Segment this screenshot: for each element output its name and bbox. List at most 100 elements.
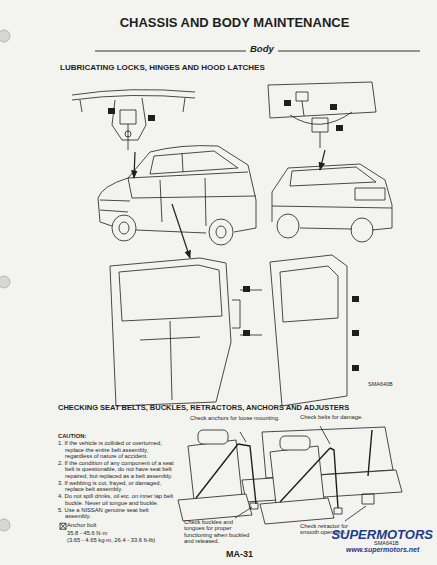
- line-art: [216, 226, 226, 238]
- watermark-url: www.supermotors.net: [346, 546, 419, 554]
- page-number: MA-31: [226, 549, 253, 559]
- line-art: [172, 204, 190, 258]
- line-art: [272, 206, 392, 229]
- line-art: [182, 153, 183, 172]
- line-art: [320, 426, 330, 444]
- line-art: [0, 519, 10, 531]
- caution-heading: CAUTION:: [58, 433, 174, 439]
- line-art: [345, 506, 366, 521]
- line-art: [128, 172, 256, 198]
- line-art: [352, 365, 359, 371]
- line-art: [134, 150, 325, 258]
- line-art: [240, 432, 246, 442]
- text-row: 1. If the vehicle is collided or overtur…: [58, 440, 174, 459]
- line-art: [72, 95, 195, 100]
- line-art: [160, 178, 206, 226]
- text-row: 2. If the condition of any component of …: [58, 460, 174, 479]
- line-art: [280, 266, 338, 322]
- line-art: [312, 118, 328, 132]
- callout-text: Check anchors for loose mounting.: [190, 415, 300, 421]
- callout-text: Check buckles and tongues for proper fun…: [184, 519, 252, 545]
- line-art: [243, 286, 250, 292]
- line-art: [100, 200, 130, 212]
- line-art: [368, 430, 372, 476]
- line-art: [119, 265, 222, 321]
- line-art: [125, 131, 131, 137]
- page-title: CHASSIS AND BODY MAINTENANCE: [0, 16, 433, 31]
- section-name: Body: [246, 44, 278, 55]
- line-art: [150, 151, 238, 174]
- line-art: [277, 214, 299, 238]
- line-art: [272, 164, 392, 230]
- line-art: [108, 100, 359, 371]
- line-art: [268, 82, 376, 118]
- line-art: [270, 255, 347, 406]
- caution-item: 1. If the vehicle is collided or overtur…: [58, 440, 174, 459]
- line-art: [100, 222, 206, 233]
- line-art: [119, 222, 129, 234]
- text-row: Anchor bolt: [58, 522, 174, 528]
- caution-column: CAUTION:1. If the vehicle is collided or…: [58, 433, 174, 543]
- line-art: [250, 503, 258, 509]
- line-art: [0, 276, 10, 288]
- torque-spec: (3.65 - 4.65 kg-m, 26.4 - 33.6 ft-lb): [58, 537, 174, 543]
- line-art: [296, 92, 308, 101]
- caution-item: 2. If the condition of any component of …: [58, 460, 174, 479]
- line-art: [110, 258, 231, 406]
- line-art: [72, 90, 195, 95]
- watermark-logo: SUPERMOTORS: [331, 528, 433, 543]
- caution-item: 3. If webbing is cut, frayed, or damaged…: [58, 480, 174, 493]
- torque-spec: 35.8 - 45.6 N·m: [58, 530, 174, 536]
- line-art: [198, 430, 228, 444]
- line-art: [362, 494, 374, 504]
- section-heading: CHECKING SEAT BELTS, BUCKLES, RETRACTORS…: [58, 404, 418, 412]
- callout-text: Check belts for damage.: [300, 414, 400, 420]
- text-row: 4. Do not spill drinks, oil etc. on inne…: [58, 493, 174, 506]
- line-art: [235, 507, 252, 518]
- line-art: [112, 98, 146, 140]
- line-art: [60, 523, 66, 529]
- line-art: [355, 188, 385, 200]
- caution-item: 4. Do not spill drinks, oil etc. on inne…: [58, 493, 174, 506]
- line-art: [260, 498, 334, 524]
- line-art: [80, 98, 185, 112]
- section-heading: LUBRICATING LOCKS, HINGES AND HOOD LATCH…: [60, 64, 390, 73]
- line-art: [290, 167, 376, 186]
- line-art: [336, 125, 343, 131]
- text-row: 3. If webbing is cut, frayed, or damaged…: [58, 480, 174, 493]
- line-art: [238, 444, 256, 504]
- line-art: [280, 436, 310, 450]
- line-art: [0, 30, 10, 531]
- line-art: [284, 100, 291, 106]
- text-row: (3.65 - 4.65 kg-m, 26.4 - 33.6 ft-lb): [58, 537, 174, 543]
- line-art: [334, 508, 342, 514]
- line-art: [0, 30, 10, 42]
- line-art: [352, 330, 359, 336]
- text-row: 5. Use a NISSAN genuine seat belt assemb…: [58, 507, 174, 520]
- line-art: [188, 440, 242, 500]
- line-art: [196, 444, 238, 498]
- line-art: [351, 218, 373, 242]
- line-art: [243, 330, 250, 336]
- text-row: 35.8 - 45.6 N·m: [58, 530, 174, 536]
- line-art: [108, 108, 115, 114]
- line-art: [280, 448, 330, 502]
- line-art: [330, 448, 338, 508]
- line-art: [320, 150, 325, 170]
- line-art: [232, 290, 262, 335]
- line-art: [209, 219, 233, 245]
- line-art: [302, 101, 304, 116]
- torque-spec: Anchor bolt: [58, 522, 174, 528]
- caution-item: 5. Use a NISSAN genuine seat belt assemb…: [58, 507, 174, 520]
- line-art: [134, 152, 135, 178]
- line-art: [178, 494, 252, 521]
- figure-code: SMA640B: [368, 381, 393, 387]
- line-art: [120, 110, 136, 124]
- line-art: [148, 115, 155, 121]
- text-row: CAUTION:: [58, 433, 174, 439]
- line-art: [112, 215, 136, 241]
- line-art: [330, 104, 337, 110]
- line-art: [60, 523, 66, 529]
- line-art: [270, 446, 324, 504]
